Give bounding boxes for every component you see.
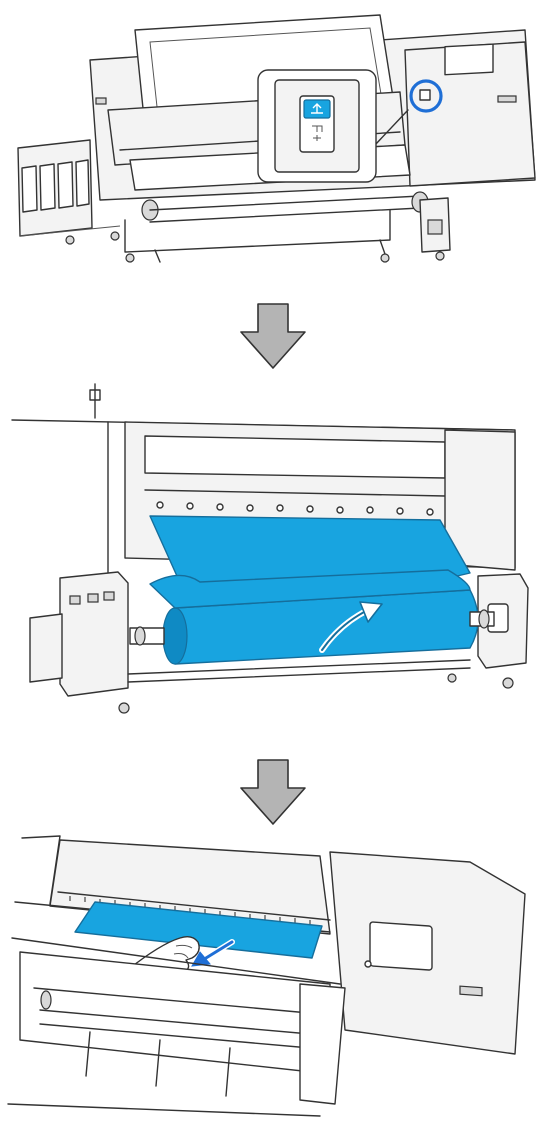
touch-panel: [369, 921, 433, 971]
step-1-illustration: [0, 0, 545, 270]
ink-tank-unit: [17, 139, 121, 245]
media-take-up-view: [11, 383, 529, 714]
take-up-roll: [129, 569, 495, 665]
step-arrow-2: [0, 754, 545, 834]
control-panel-zoom-callout: [257, 69, 409, 183]
step-3-illustration: [0, 834, 545, 1121]
take-up-left-unit: [29, 571, 130, 714]
down-arrow-icon: [240, 759, 306, 825]
pressure-rollers: [156, 501, 434, 516]
take-up-right-unit: [477, 573, 529, 689]
step-2-illustration: [0, 378, 545, 730]
down-arrow-icon: [240, 303, 306, 369]
platen-closeup-view: [7, 835, 526, 1117]
media-sheet: [74, 901, 323, 959]
step-arrow-1: [0, 298, 545, 378]
printer-front-view: [17, 14, 536, 263]
highlight-ring: [409, 79, 443, 113]
